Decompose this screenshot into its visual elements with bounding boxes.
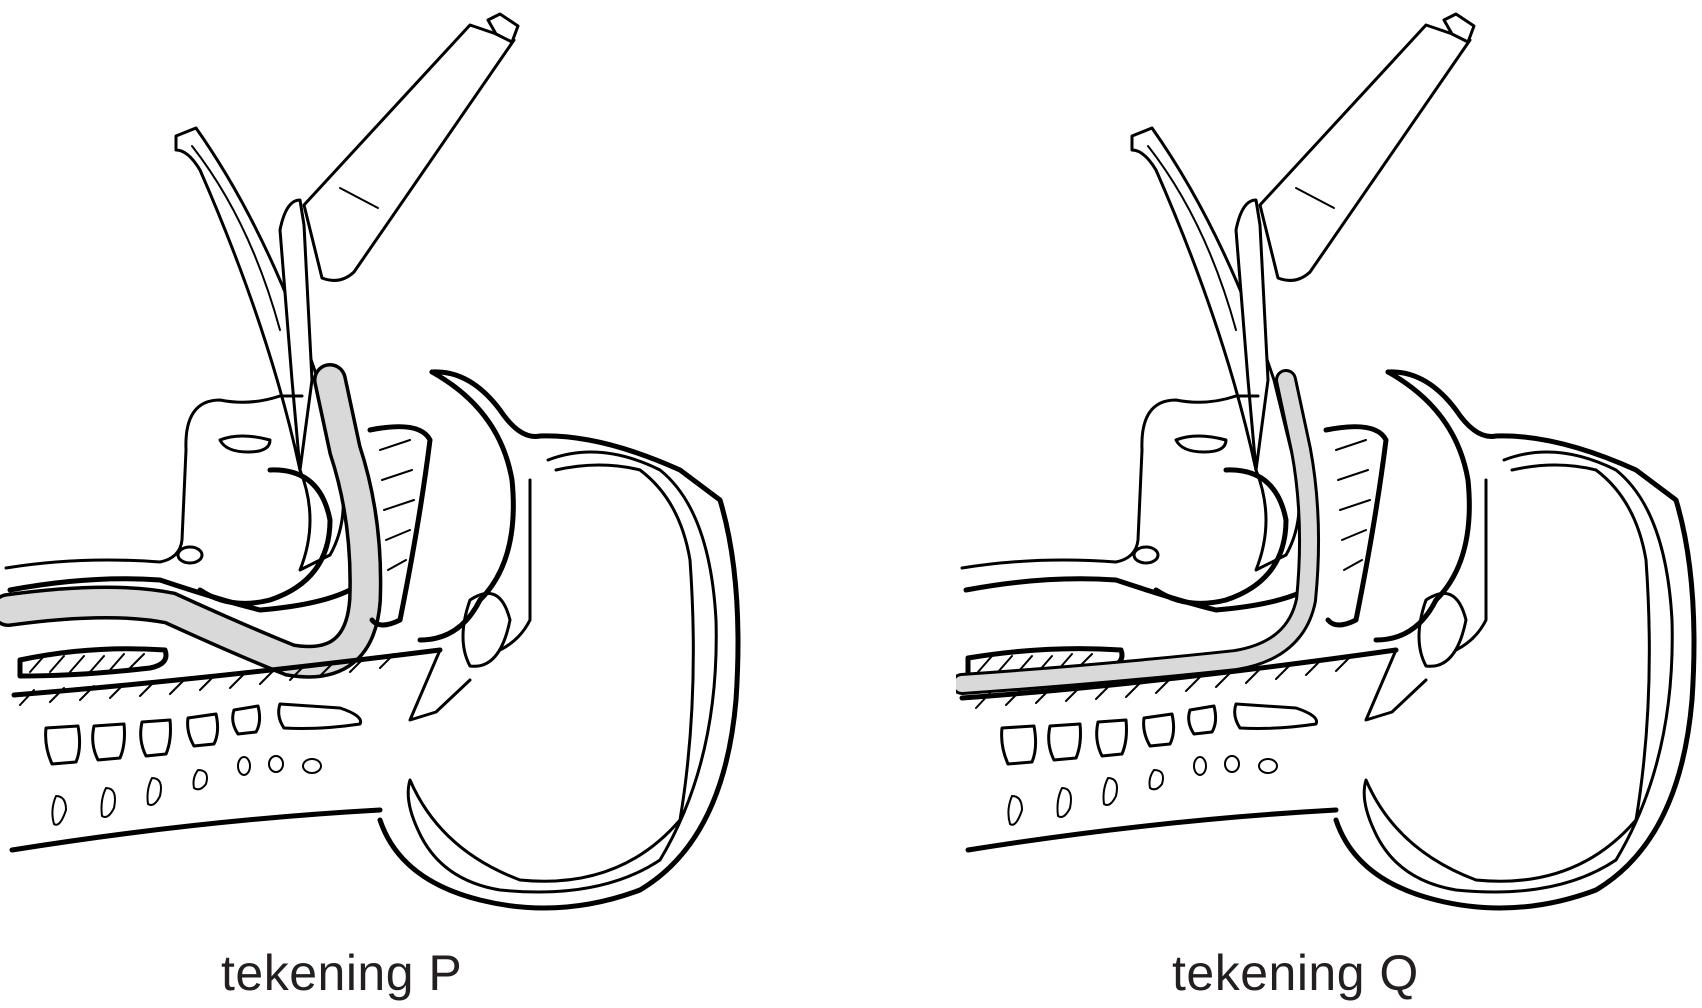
face-outline (960, 394, 1309, 613)
laryngoscope-blade (1130, 126, 1301, 572)
spine-vertebrae (9, 647, 443, 853)
face-outline (4, 394, 353, 613)
laryngoscope-blade (174, 126, 345, 572)
drawing-panel-p: tekening P (0, 12, 741, 1001)
drawing-panel-q: tekening Q (956, 0, 1702, 1008)
skull-outline (377, 369, 741, 911)
caption-p: tekening P (221, 945, 463, 1001)
laryngoscope-handle (302, 12, 520, 282)
endotracheal-tube (0, 363, 383, 679)
caption-q: tekening Q (1172, 945, 1419, 1001)
laryngoscope-handle (1258, 12, 1476, 282)
spine-vertebrae (959, 647, 1399, 853)
pharynx-hatched (17, 424, 433, 679)
intubation-drawing-p (0, 12, 741, 911)
skull-outline (1333, 369, 1697, 911)
pharynx-hatched (965, 424, 1389, 679)
intubation-drawing-q (956, 12, 1697, 911)
endotracheal-tube (956, 369, 1321, 695)
